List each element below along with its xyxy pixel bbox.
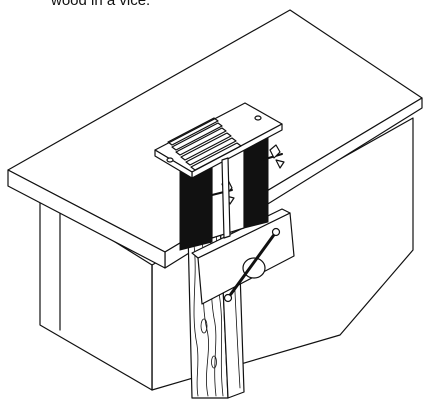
vice-handle-bar (226, 230, 278, 300)
caption-text: wood in a vice. (51, 0, 151, 9)
dovetail-jig (154, 102, 285, 251)
vice-screw-hub (242, 257, 266, 279)
jig-template-fingers (167, 117, 242, 171)
jig-right-block (243, 135, 269, 229)
jig-wing-nut-right (261, 144, 285, 169)
bench-top-left-edge (7, 169, 166, 269)
